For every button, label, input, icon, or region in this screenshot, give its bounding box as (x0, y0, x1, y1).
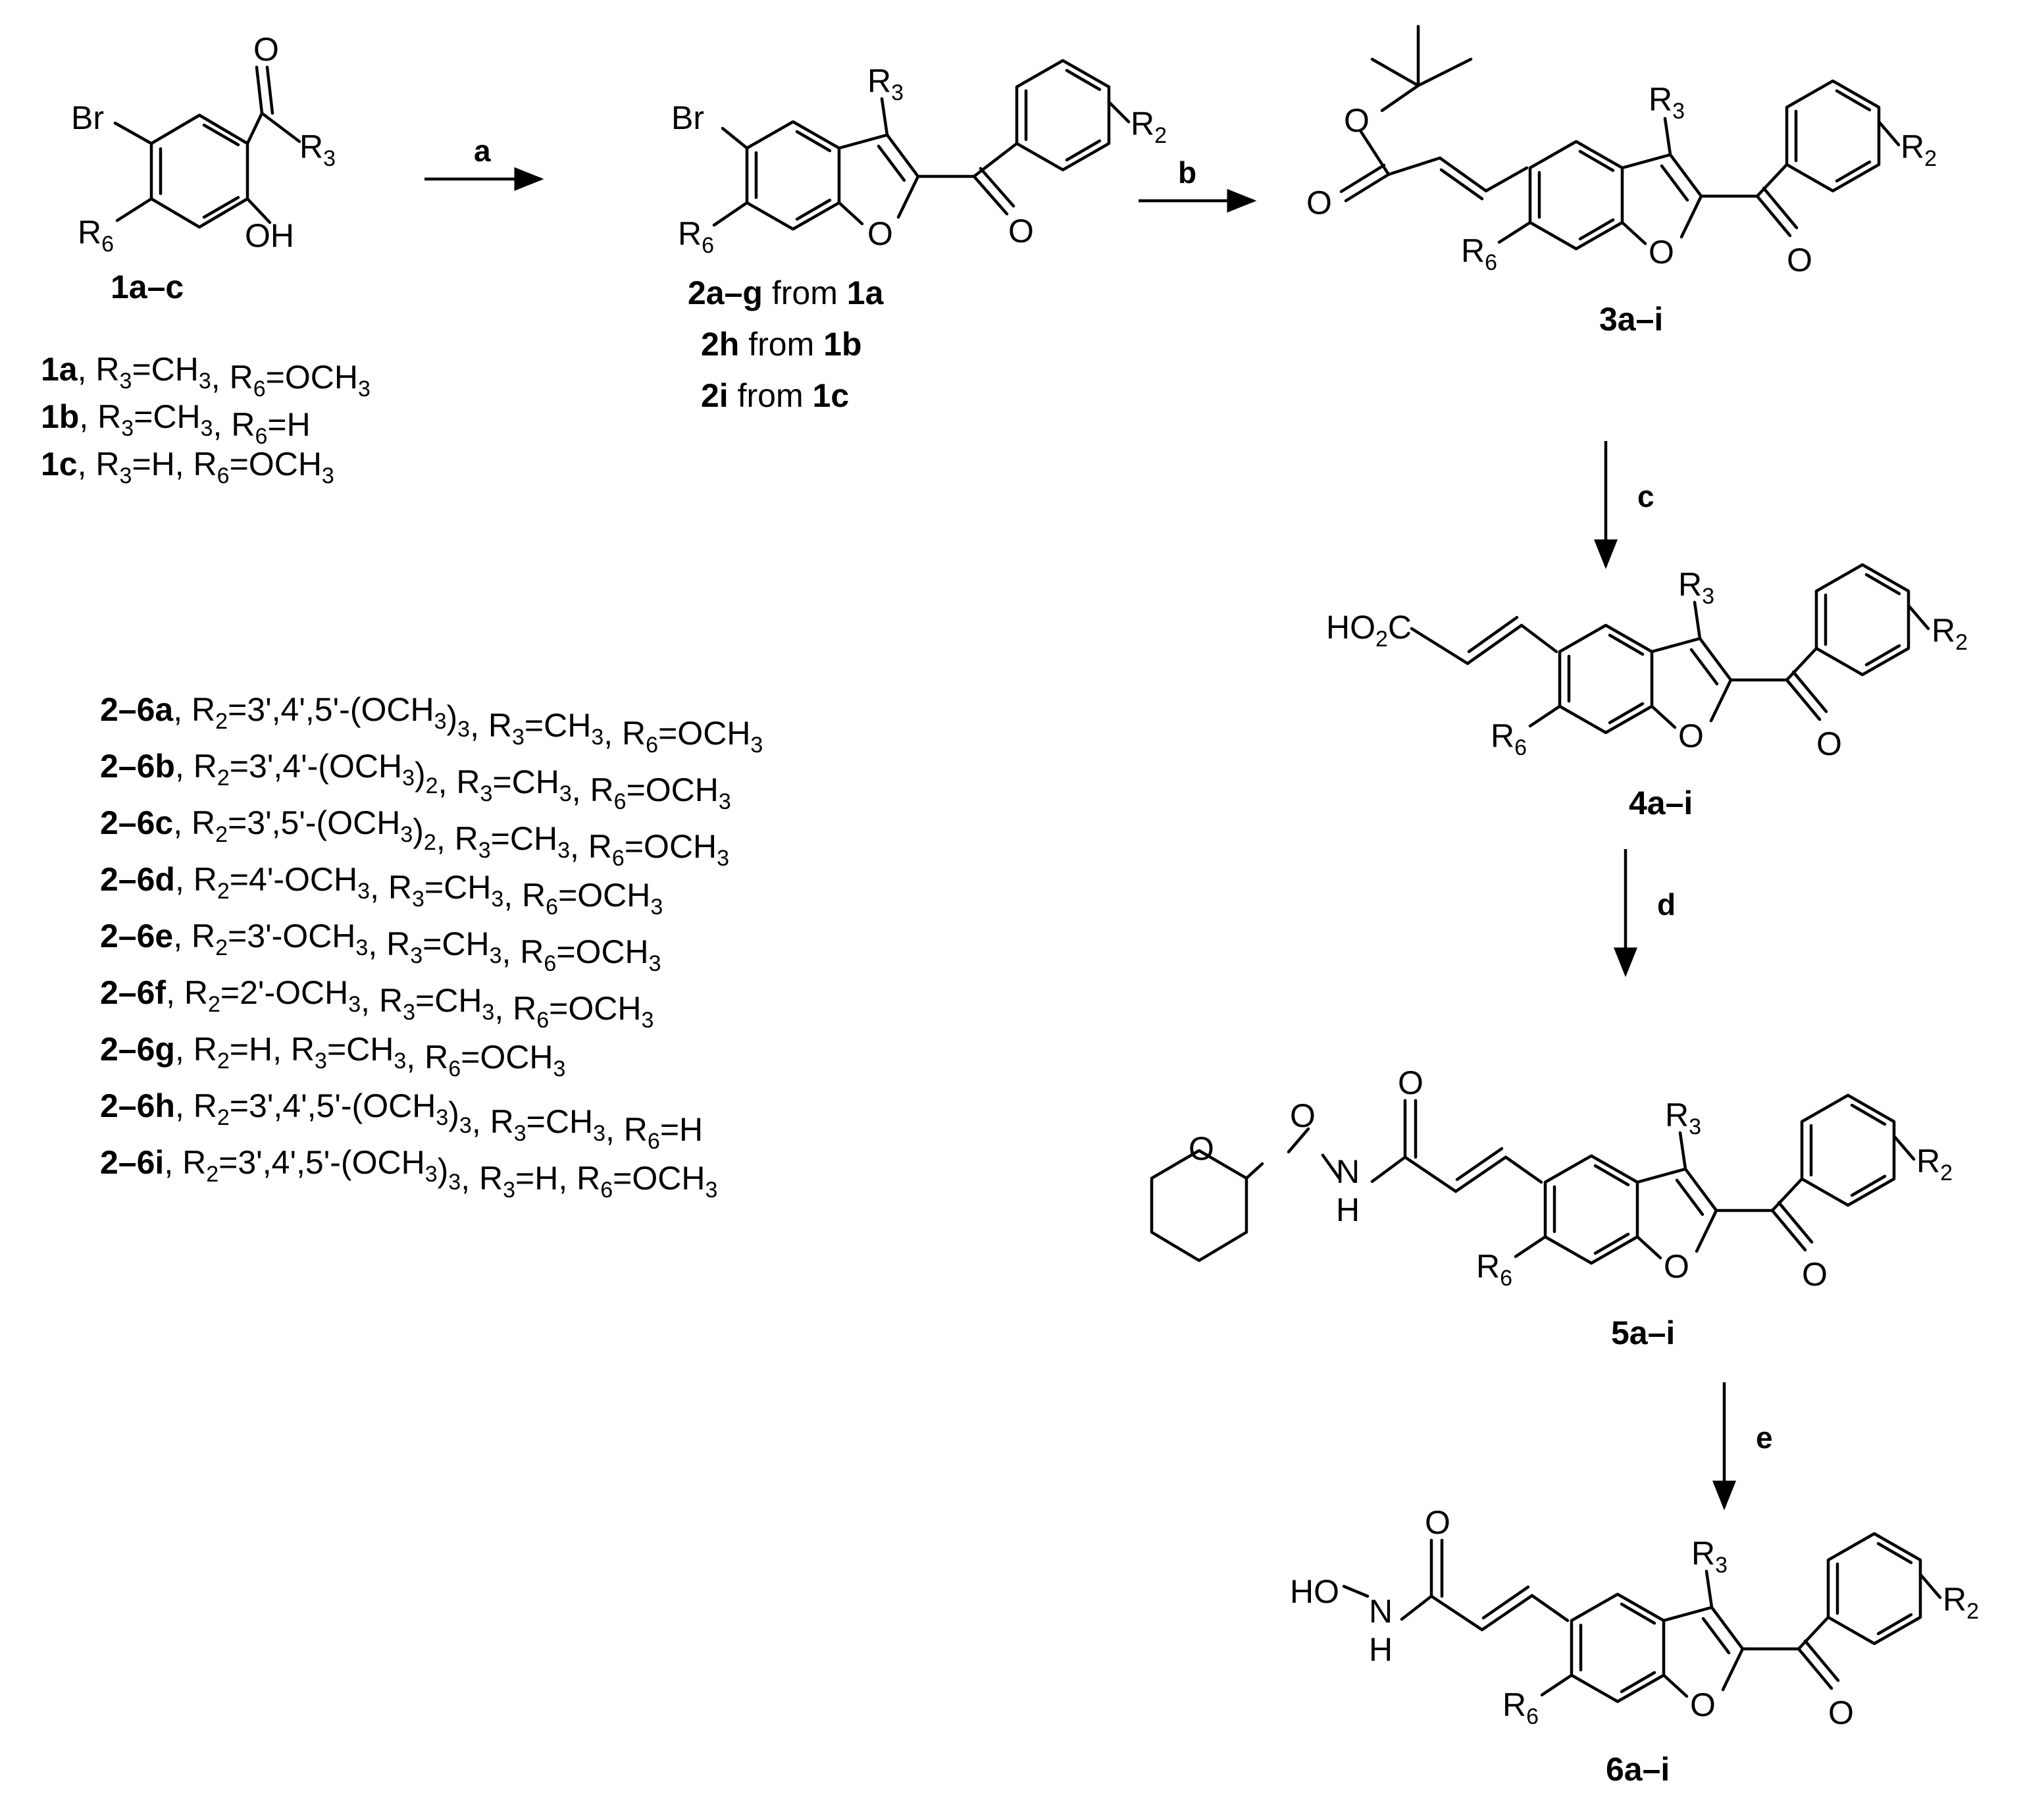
compound-3-carbonyl-oxygen: O (1306, 184, 1332, 221)
starting-material-list: 1a, R3=CH3, R6=OCH3 1b, R3=CH3, R6=H 1c,… (41, 351, 371, 488)
starting-material-1a: 1a, R3=CH3, R6=OCH3 (41, 351, 371, 402)
origin-line-2h: 2h from 1b (701, 326, 862, 363)
compound-6-label: 6a–i (1606, 1751, 1670, 1788)
compound-5-label: 5a–i (1611, 1314, 1675, 1351)
step-label-b: b (1178, 155, 1196, 190)
compound-6-r6: R6 (1502, 1686, 1539, 1729)
compound-4-ketone-oxygen: O (1816, 725, 1842, 762)
compound-1-hydroxyl: OH (245, 217, 294, 254)
compound-2-structure: Br R3 O O R2 R6 (671, 59, 1167, 258)
compound-5-ketone-oxygen: O (1802, 1256, 1828, 1293)
compound-2-r2: R2 (1131, 105, 1167, 148)
compound-3-ketone-oxygen: O (1787, 242, 1812, 278)
compound-4-ring-oxygen: O (1678, 717, 1704, 754)
compound-2-r3: R3 (867, 63, 904, 105)
compound-3-ring-oxygen: O (1649, 234, 1674, 271)
substituent-row-g: 2–6g, R2=H, R3=CH3, R6=OCH3 (100, 1031, 565, 1081)
compound-4-label: 4a–i (1629, 785, 1693, 821)
substituent-row-c: 2–6c, R2=3',5'-(OCH3)2, R3=CH3, R6=OCH3 (100, 804, 729, 871)
compound-6-r2: R2 (1943, 1581, 1979, 1624)
compound-5-amide-hydrogen: H (1336, 1191, 1360, 1228)
compound-3-label: 3a–i (1599, 301, 1663, 338)
compound-4-r3: R3 (1678, 566, 1714, 609)
substituent-row-f: 2–6f, R2=2'-OCH3, R3=CH3, R6=OCH3 (100, 974, 654, 1033)
compound-1-carbonyl-oxygen: O (253, 31, 279, 68)
compound-2-bromine: Br (671, 99, 704, 136)
compound-5-structure: O O N H O R3 O O R2 R6 (1150, 1064, 1953, 1293)
compound-1-bromine: Br (71, 99, 104, 136)
compound-3-r2: R2 (1901, 128, 1937, 171)
starting-material-1b: 1b, R3=CH3, R6=H (41, 398, 311, 449)
compound-6-ketone-oxygen: O (1828, 1694, 1854, 1731)
compound-1-r6: R6 (78, 214, 114, 257)
compound-1-label: 1a–c (111, 269, 184, 305)
origin-line-2i: 2i from 1c (701, 377, 849, 414)
compound-3-structure: O O R3 O O R2 R6 (1306, 24, 1937, 278)
compound-5-r3: R3 (1665, 1097, 1701, 1139)
compound-2-carbonyl-oxygen: O (1008, 213, 1034, 249)
compound-1-structure: O Br R3 R6 OH (71, 31, 336, 257)
compound-5-thp-oxygen: O (1189, 1130, 1214, 1167)
compound-3-r6: R6 (1461, 232, 1497, 275)
substituent-row-i: 2–6i, R2=3',4',5'-(OCH3)3, R3=H, R6=OCH3 (100, 1144, 717, 1203)
compound-5-carbonyl-oxygen: O (1398, 1064, 1423, 1101)
compound-4-structure: HO2C R3 O O R2 R6 (1326, 563, 1968, 762)
compound-5-linker-oxygen: O (1290, 1097, 1316, 1134)
compound-5-r2: R2 (1916, 1143, 1953, 1185)
compound-4-carboxylic-acid: HO2C (1326, 609, 1412, 652)
compound-1-r3: R3 (299, 128, 336, 171)
substituent-table: 2–6a, R2=3',4',5'-(OCH3)3, R3=CH3, R6=OC… (100, 691, 763, 1203)
compound-2-ring-oxygen: O (867, 215, 893, 252)
compound-5-ring-oxygen: O (1664, 1248, 1689, 1285)
substituent-row-d: 2–6d, R2=4'-OCH3, R3=CH3, R6=OCH3 (100, 861, 663, 920)
substituent-row-b: 2–6b, R2=3',4'-(OCH3)2, R3=CH3, R6=OCH3 (100, 748, 731, 814)
step-label-a: a (474, 134, 491, 168)
compound-5-r6: R6 (1476, 1248, 1512, 1291)
compound-3-ester-oxygen: O (1344, 102, 1370, 139)
substituent-row-a: 2–6a, R2=3',4',5'-(OCH3)3, R3=CH3, R6=OC… (100, 691, 763, 758)
compound-6-amide-hydrogen: H (1369, 1631, 1393, 1668)
compound-6-carbonyl-oxygen: O (1425, 1504, 1450, 1541)
compound-5-amide-nitrogen: N (1336, 1153, 1360, 1190)
origin-line-2a-g: 2a–g from 1a (688, 274, 884, 311)
step-label-c: c (1637, 479, 1654, 513)
compound-6-ring-oxygen: O (1690, 1686, 1716, 1723)
compound-2-r6: R6 (678, 215, 714, 258)
compound-6-amide-nitrogen: N (1369, 1593, 1393, 1630)
step-label-e: e (1756, 1420, 1773, 1455)
compound-6-structure: HO N H O R3 O O R2 R6 (1290, 1504, 1979, 1731)
compound-4-r6: R6 (1491, 717, 1527, 760)
substituent-row-h: 2–6h, R2=3',4',5'-(OCH3)3, R3=CH3, R6=H (100, 1087, 703, 1154)
substituent-row-e: 2–6e, R2=3'-OCH3, R3=CH3, R6=OCH3 (100, 918, 661, 976)
starting-material-1c: 1c, R3=H, R6=OCH3 (41, 446, 334, 488)
step-label-d: d (1657, 887, 1676, 922)
compound-6-hydroxyl: HO (1290, 1573, 1339, 1610)
compound-3-r3: R3 (1649, 81, 1685, 124)
compound-6-r3: R3 (1691, 1535, 1728, 1578)
compound-2-origin-lines: 2a–g from 1a 2h from 1b 2i from 1c (688, 274, 884, 414)
compound-4-r2: R2 (1932, 612, 1968, 655)
